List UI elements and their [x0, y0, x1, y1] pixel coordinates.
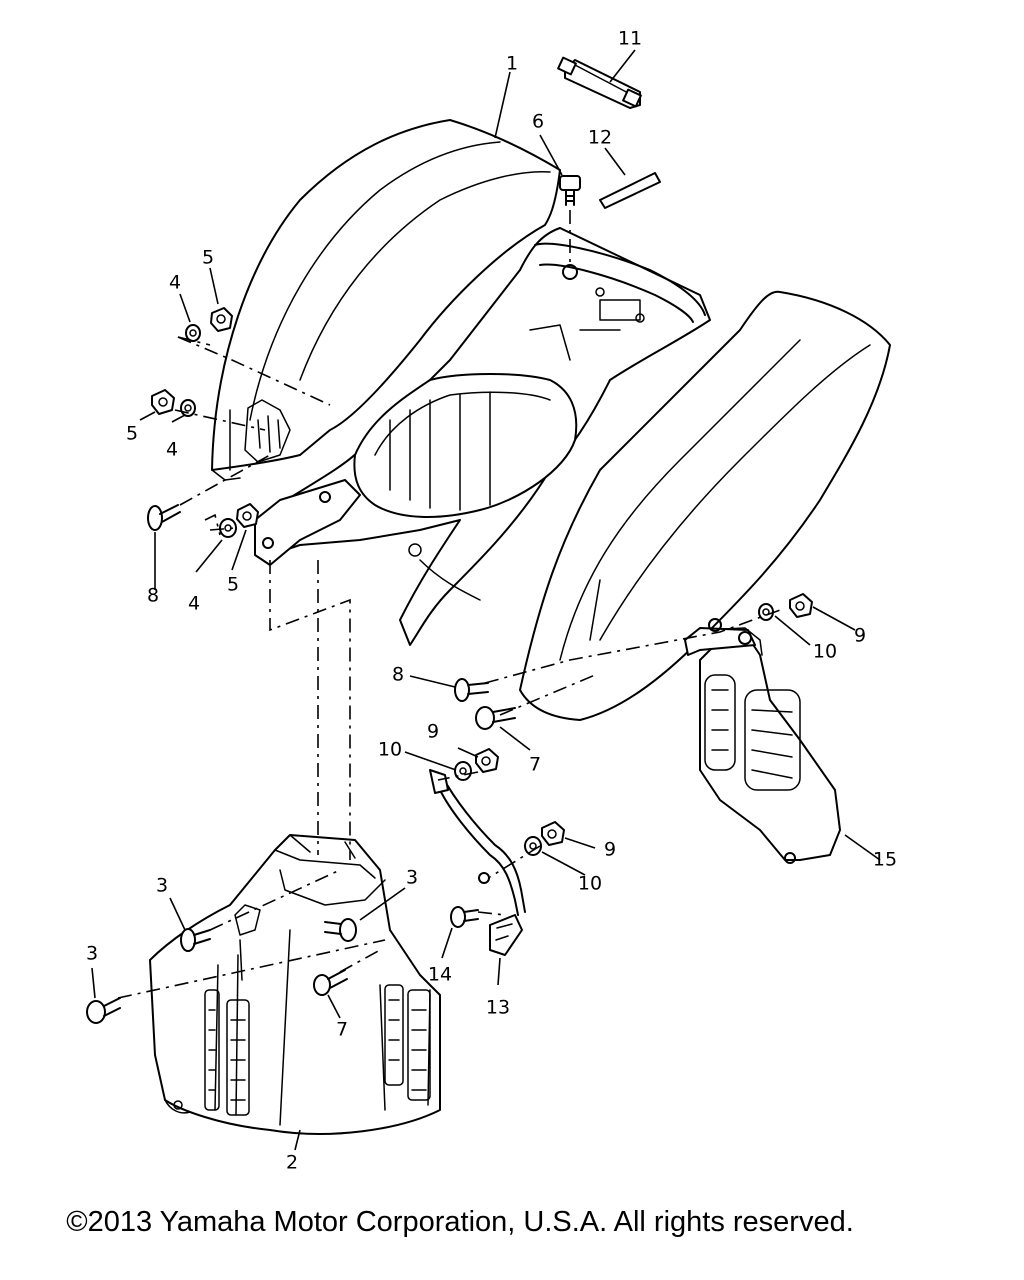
rear-fender [211, 119, 891, 721]
callout-6: 6 [532, 111, 544, 133]
nut-9c [541, 821, 565, 846]
callout-4b: 4 [166, 439, 178, 461]
callout-5c: 5 [227, 574, 239, 596]
callout-3a: 3 [156, 875, 168, 897]
callout-15: 15 [873, 849, 897, 871]
washer-10c [524, 836, 542, 856]
bolt-8a [147, 504, 181, 531]
bolt-8b [454, 678, 489, 702]
stay [429, 769, 526, 956]
callout-3c: 3 [86, 943, 98, 965]
callout-7a: 7 [529, 754, 541, 776]
nut-5b [151, 389, 175, 415]
bolt-3a [180, 928, 211, 952]
callout-4a: 4 [169, 272, 181, 294]
side-guard [684, 618, 841, 864]
parts-diagram: 1 2 3 3 3 4 4 4 5 5 5 6 7 7 8 8 9 9 9 10… [86, 28, 897, 1174]
bolt-14 [450, 906, 479, 928]
bolt-7a [475, 706, 516, 730]
callout-9b: 9 [427, 721, 439, 743]
bolt-3b [324, 918, 357, 942]
callout-4c: 4 [188, 593, 200, 615]
washer-10b [454, 761, 472, 781]
callout-8a: 8 [147, 585, 159, 607]
callout-7b: 7 [336, 1019, 348, 1041]
callout-8b: 8 [392, 664, 404, 686]
bolt-3c [86, 997, 121, 1024]
callout-5b: 5 [126, 423, 138, 445]
callout-5a: 5 [202, 247, 214, 269]
mud-guard [149, 834, 441, 1135]
leader-lines [91, 49, 881, 1151]
washer-4a [185, 324, 201, 342]
callout-13: 13 [486, 997, 510, 1019]
callout-10a: 10 [813, 641, 837, 663]
nut-5a [210, 307, 233, 332]
callout-numbers: 1 2 3 3 3 4 4 4 5 5 5 6 7 7 8 8 9 9 9 10… [86, 28, 897, 1174]
assembly-lines [117, 210, 781, 999]
copyright-notice: ©2013 Yamaha Motor Corporation, U.S.A. A… [66, 1206, 854, 1238]
callout-10c: 10 [578, 873, 602, 895]
callout-11: 11 [618, 28, 642, 50]
callout-14: 14 [428, 964, 452, 986]
callout-2: 2 [286, 1152, 298, 1174]
nut-9b [475, 748, 499, 773]
callout-12: 12 [588, 127, 612, 149]
nut-9a [789, 593, 813, 618]
callout-1: 1 [506, 53, 518, 75]
nut-5c [236, 503, 259, 528]
washer-4c [219, 518, 237, 538]
bolt-6 [559, 175, 581, 206]
callout-10b: 10 [378, 739, 402, 761]
callout-3b: 3 [406, 867, 418, 889]
washer-10a [758, 603, 774, 621]
band [557, 56, 642, 109]
callout-9c: 9 [604, 839, 616, 861]
callout-9a: 9 [854, 625, 866, 647]
pad [599, 172, 661, 209]
